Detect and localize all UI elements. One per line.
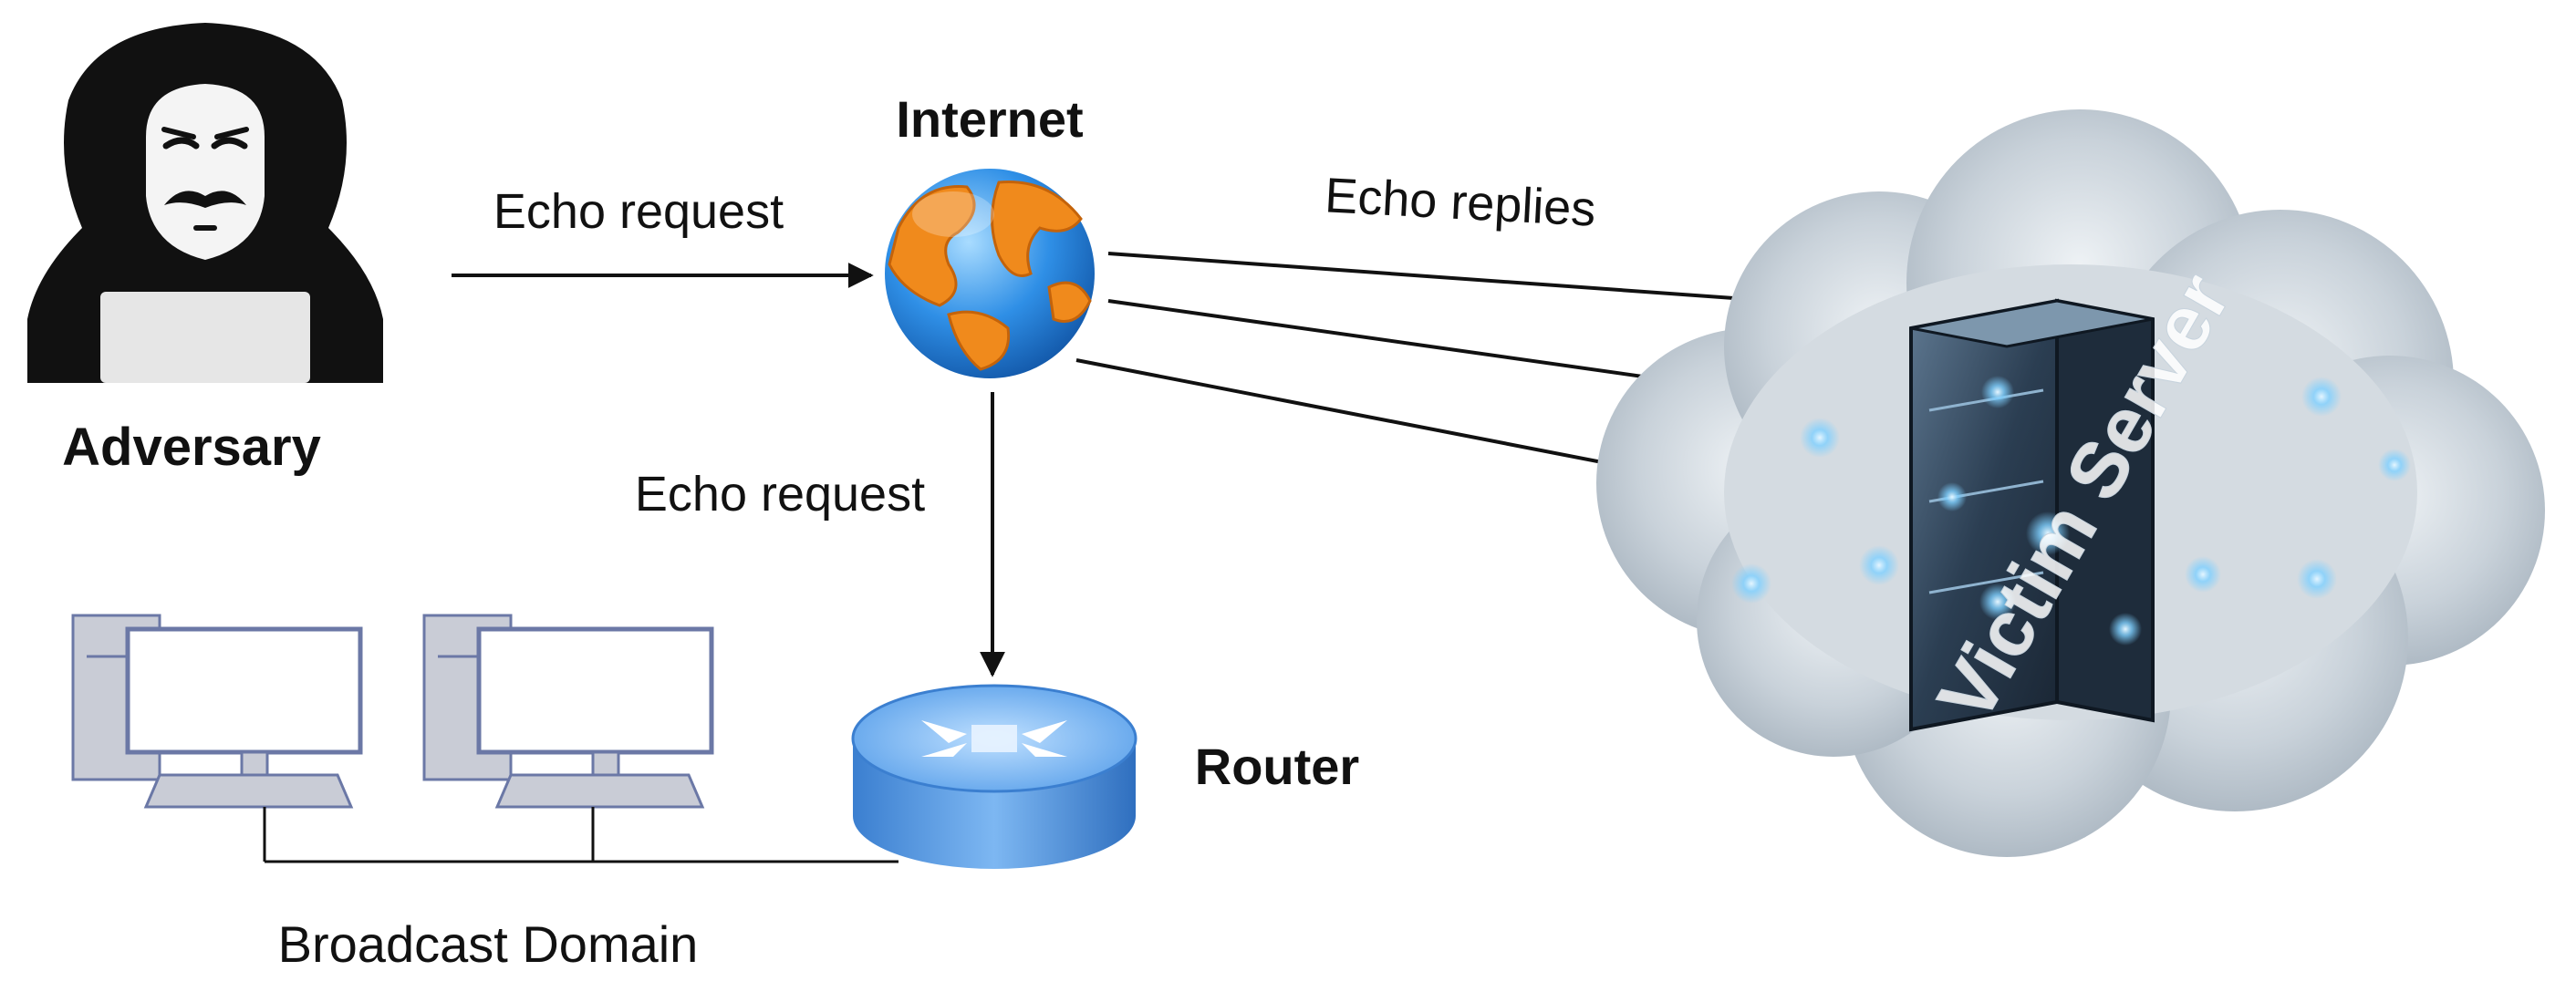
server-in-cloud-icon (1596, 109, 2545, 857)
globe-icon (885, 169, 1095, 378)
router-icon (851, 684, 1137, 869)
broadcast-domain-label: Broadcast Domain (278, 915, 699, 973)
server-tower (1909, 298, 2155, 732)
adversary-label: Adversary (62, 418, 321, 477)
internet-label: Internet (896, 90, 1083, 148)
desktop-computer-icon (422, 614, 714, 809)
desktop-computer-icon (71, 614, 363, 809)
echo-reply-arrow-1 (1107, 252, 1813, 315)
hooded-hacker-icon (27, 23, 383, 383)
router-label: Router (1195, 738, 1359, 795)
broadcast-domain-bus (263, 807, 898, 863)
echo-request-down-label: Echo request (635, 467, 925, 522)
echo-replies-label: Echo replies (1324, 168, 1597, 236)
echo-request-top-label: Echo request (493, 184, 784, 239)
